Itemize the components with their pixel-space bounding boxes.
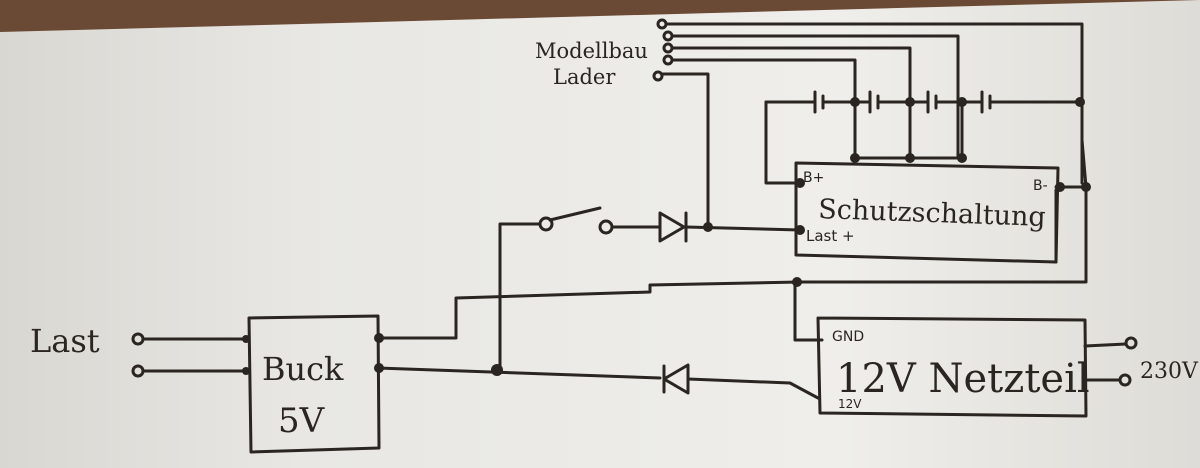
buck-output-wires (376, 280, 802, 380)
junction-dots (242, 97, 1091, 376)
load-plus-label: Last + (806, 227, 855, 245)
buck-box (247, 314, 381, 454)
gnd-label: GND (832, 329, 864, 345)
charger-label-line1: Modellbau (535, 39, 648, 63)
buck-label-line2: 5V (278, 401, 326, 441)
mains-wires (1083, 336, 1138, 387)
battery-string (764, 90, 1082, 185)
load-label: Last (30, 322, 100, 360)
charger-label-line2: Lader (553, 65, 616, 89)
switch-diode-branch (498, 206, 802, 370)
bplus-label: B+ (803, 170, 824, 186)
v12-label: 12V (838, 397, 862, 411)
bminus-label: B- (1033, 178, 1048, 194)
mains-label: 230V (1140, 359, 1199, 384)
psu-diode (662, 363, 820, 400)
buck-label-line1: Buck (262, 350, 344, 388)
psu-label: 12V Netzteil (836, 356, 1090, 402)
load-wires (131, 332, 249, 378)
psu-box (816, 316, 1088, 418)
